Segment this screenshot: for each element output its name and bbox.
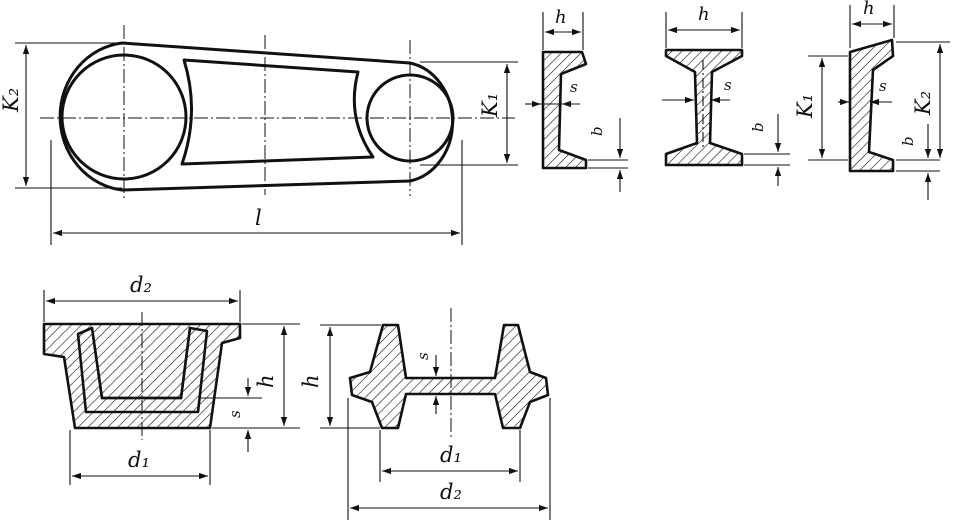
label-d2-cup: d₂ [130,273,152,297]
label-s-channel-left: s [570,78,578,96]
cup-section: d₂ d₁ h s [42,273,300,485]
channel-left-body [541,50,588,170]
connecting-rod-view: K₂ K₁ l [0,25,518,245]
label-s-cup: s [226,410,244,418]
label-h-channel-left: h [555,7,567,28]
label-k1-channel: K₁ [793,94,817,119]
wheel-section: h s d₁ d₂ [299,308,551,520]
wheel-body [348,323,550,430]
label-k1-rod: K₁ [478,93,502,118]
rod-pocket [180,58,375,166]
label-k2-channel: K₂ [911,91,935,116]
label-s-wheel: s [414,352,432,360]
label-h-channel-right: h [863,0,875,19]
i-beam-body [664,48,744,167]
label-d1-cup: d₁ [128,448,150,472]
label-b-i-beam: b [749,122,767,132]
label-d2-wheel: d₂ [440,480,462,504]
channel-section-left: h s b [525,7,628,192]
label-h-i-beam: h [698,4,710,25]
label-h-cup: h [254,374,278,388]
i-beam-section: h s b [662,4,790,186]
label-k2-rod: K₂ [0,88,23,113]
label-d1-wheel: d₁ [440,443,462,467]
label-s-i-beam: s [724,76,732,94]
label-l: l [255,206,262,230]
channel-section-right: h K₁ s K₂ b [793,0,950,200]
label-s-channel-right: s [879,77,887,95]
label-h-wheel: h [299,374,323,388]
label-b-channel-left: b [588,126,606,136]
label-b-channel-right: b [899,136,917,146]
channel-right-body [848,38,895,173]
